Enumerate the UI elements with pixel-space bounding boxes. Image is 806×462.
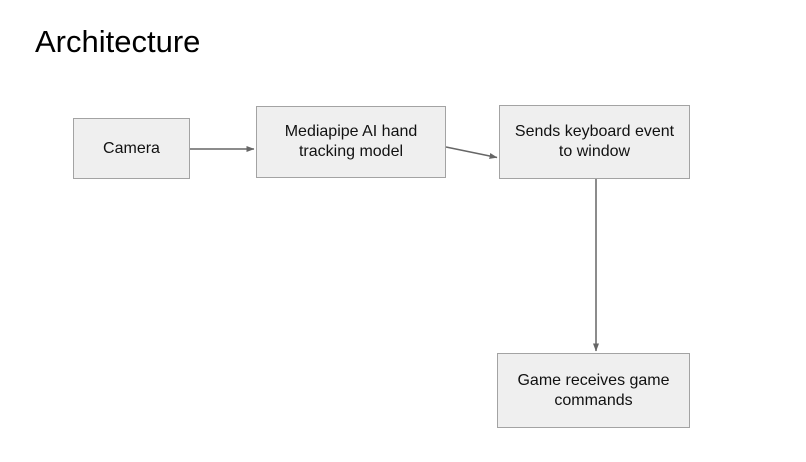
edge-mediapipe-to-keyboard [445,146,498,159]
node-keyboard-event: Sends keyboard event to window [499,105,690,179]
node-game-commands-label: Game receives game commands [517,371,670,409]
node-camera: Camera [73,118,190,179]
node-mediapipe-model-label: Mediapipe AI hand tracking model [284,123,418,160]
node-mediapipe-model: Mediapipe AI hand tracking model [256,106,446,178]
node-keyboard-event-label: Sends keyboard event to window [514,123,675,160]
node-camera-label: Camera [103,139,160,157]
slide-title: Architecture [35,24,201,59]
node-game-commands: Game receives game commands [497,353,690,428]
